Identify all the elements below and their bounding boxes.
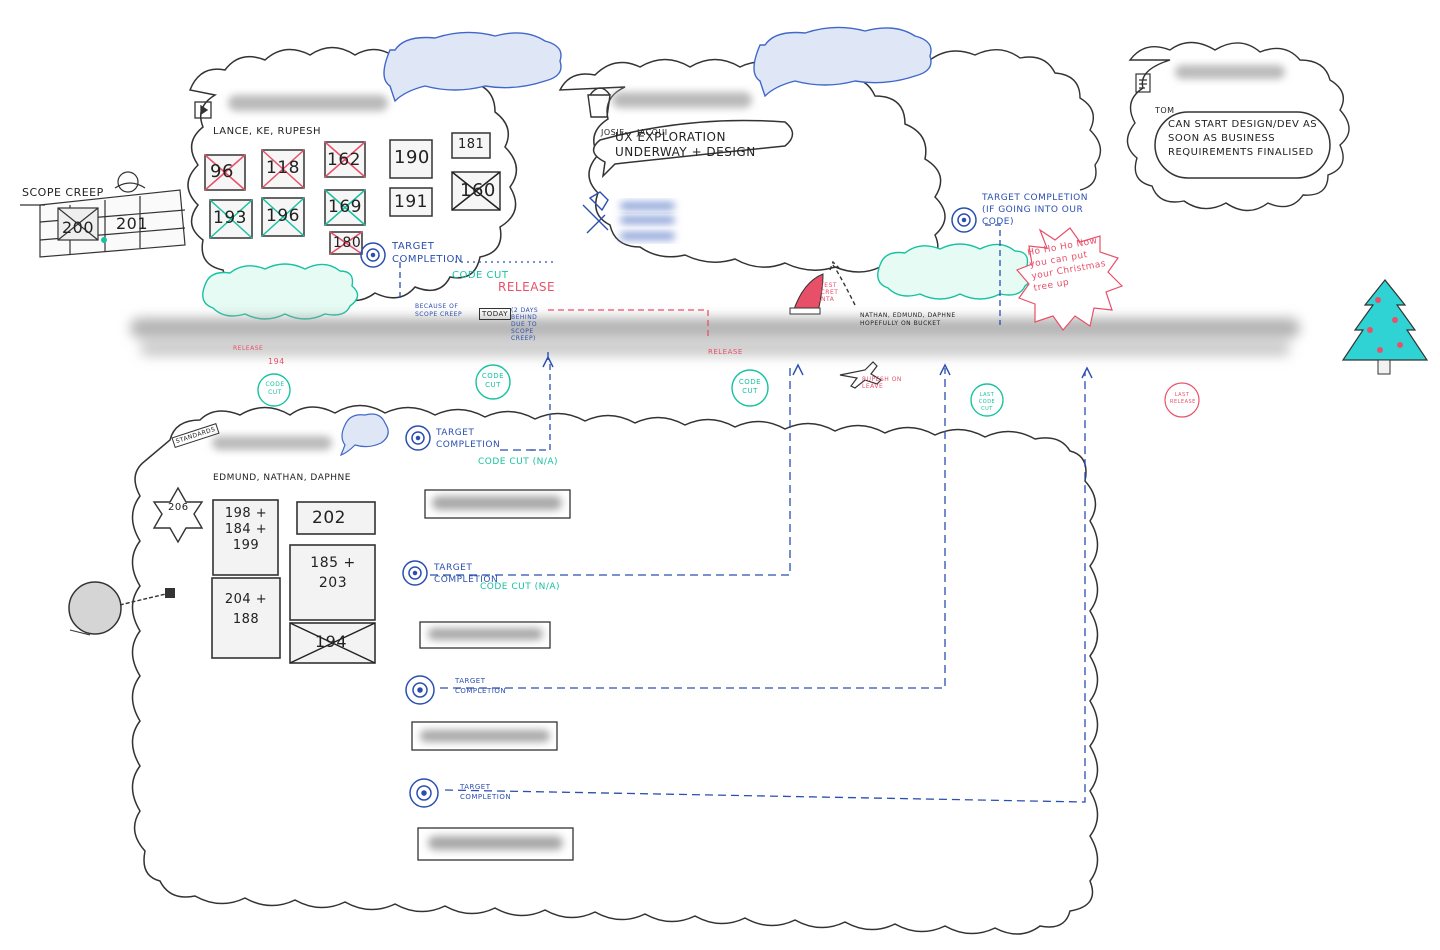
bucket-icon	[587, 87, 611, 118]
redacted-titles	[212, 65, 1285, 450]
team3-people: EDMUND, NATHAN, DAPHNE	[213, 473, 351, 483]
code-cut-1: CODE CUT	[265, 381, 285, 396]
jacqui-label: JACQUI	[637, 128, 668, 137]
speech-cloud-3	[339, 413, 389, 456]
speech-cloud-1	[383, 31, 562, 103]
team1-code-cut: CODE CUT	[452, 270, 509, 281]
target-4: TARGET COMPLETION	[460, 783, 512, 801]
rupesh-leave: RUPESH ON LEAVE	[862, 376, 902, 390]
ho-ho-burst	[1015, 227, 1124, 331]
ticket-grid-bottom	[211, 499, 376, 664]
code-cut-2: CODE CUT	[481, 372, 505, 389]
ticket-181: 181	[458, 137, 485, 152]
right-target: TARGET COMPLETION (IF GOING INTO OUR COD…	[982, 193, 1088, 227]
scope-creep-label: SCOPE CREEP	[22, 186, 104, 199]
team1-target: TARGET COMPLETION	[392, 241, 463, 265]
teal-dot	[101, 237, 107, 243]
team1-release: RELEASE	[498, 280, 556, 294]
cloud-team-josie-ext	[929, 49, 1102, 191]
target-1-sub: CODE CUT (N/A)	[478, 457, 559, 467]
speech-cloud-2	[753, 26, 932, 98]
target-2: TARGET COMPLETION	[434, 563, 499, 585]
santa-note: LATEST SECRET SANTA	[812, 282, 839, 303]
last-release: LAST RELEASE	[1170, 392, 1196, 405]
ticket-crosses-black	[451, 171, 501, 211]
tom-note-card	[1154, 111, 1331, 179]
ticket-204: 204 + 188	[224, 592, 268, 627]
wall-tile-200: 200	[62, 218, 95, 237]
plane-icon	[839, 361, 882, 389]
target-1: TARGET COMPLETION	[436, 428, 501, 450]
christmas-tree-icon	[1341, 279, 1429, 375]
green-cloud-1	[202, 263, 359, 320]
code-cut-bubbles	[257, 364, 1004, 417]
timeline-release: RELEASE	[708, 348, 743, 356]
santa-hat-icon	[789, 273, 824, 315]
cloud-team-edmund	[131, 404, 1099, 935]
timeline-connectors	[399, 224, 1086, 803]
ball-and-chain-icon	[68, 581, 175, 636]
play-icon	[194, 101, 212, 119]
cloud-team-josie	[558, 58, 946, 273]
code-cut-3: CODE CUT	[738, 378, 762, 395]
doc-icon	[1135, 73, 1151, 93]
ticket-198: 198 + 184 + 199	[224, 506, 268, 553]
timeline-blurred	[130, 318, 1300, 356]
today-tag: TODAY	[479, 308, 512, 320]
target-icon	[360, 207, 977, 808]
ticket-196: 196	[266, 206, 300, 226]
nathan-note: NATHAN, EDMUND, DAPHNE HOPEFULLY ON BUCK…	[860, 312, 956, 327]
scope-creep-note: BECAUSE OF SCOPE CREEP	[415, 303, 463, 318]
ticket-96: 96	[210, 161, 234, 182]
ticket-169: 169	[328, 197, 362, 217]
tools-icon	[582, 191, 609, 234]
target-2-sub: CODE CUT (N/A)	[480, 582, 561, 592]
ticket-194-cross	[289, 622, 376, 664]
redacted-tags	[411, 489, 574, 861]
target-3: TARGET COMPLETION	[455, 677, 507, 695]
ux-status-bubble	[592, 119, 794, 179]
cloud-team-lance	[187, 46, 518, 302]
ticket-185: 185 + 203	[310, 555, 356, 591]
star-206: 206	[168, 502, 189, 513]
josie-label: JOSIE	[601, 128, 625, 137]
ux-status: UX EXPLORATION UNDERWAY + DESIGN	[615, 130, 756, 159]
ticket-191: 191	[394, 192, 428, 212]
ticket-crosses	[204, 141, 366, 255]
scope-creep-wall	[20, 171, 186, 258]
ticket-118: 118	[266, 158, 300, 178]
ticket-193: 193	[213, 208, 247, 228]
ticket-160: 160	[460, 180, 496, 201]
timeline-release-small: RELEASE	[233, 345, 264, 352]
ticket-202: 202	[312, 508, 346, 528]
green-cloud-2	[877, 243, 1034, 300]
ticket-162: 162	[327, 150, 361, 170]
last-code-cut: LAST CODE CUT	[978, 392, 996, 412]
ticket-crosses-green	[209, 189, 366, 239]
delay-note: (2 DAYS BEHIND DUE TO SCOPE CREEP)	[511, 307, 539, 342]
arrows	[542, 260, 1093, 379]
cloud-tom	[1126, 41, 1350, 212]
wall-tile-201: 201	[116, 214, 149, 233]
last-release-bubble	[1164, 382, 1200, 418]
tom-note: CAN START DESIGN/DEV AS SOON AS BUSINESS…	[1168, 119, 1318, 158]
ticket-190: 190	[394, 147, 430, 168]
ticket-180: 180	[333, 235, 362, 251]
tom-label: TOM	[1155, 106, 1175, 115]
timeline-194: 194	[268, 357, 285, 366]
ticket-194: 194	[315, 632, 348, 651]
star-badge	[152, 486, 204, 544]
team1-people: LANCE, KE, RUPESH	[213, 126, 321, 137]
